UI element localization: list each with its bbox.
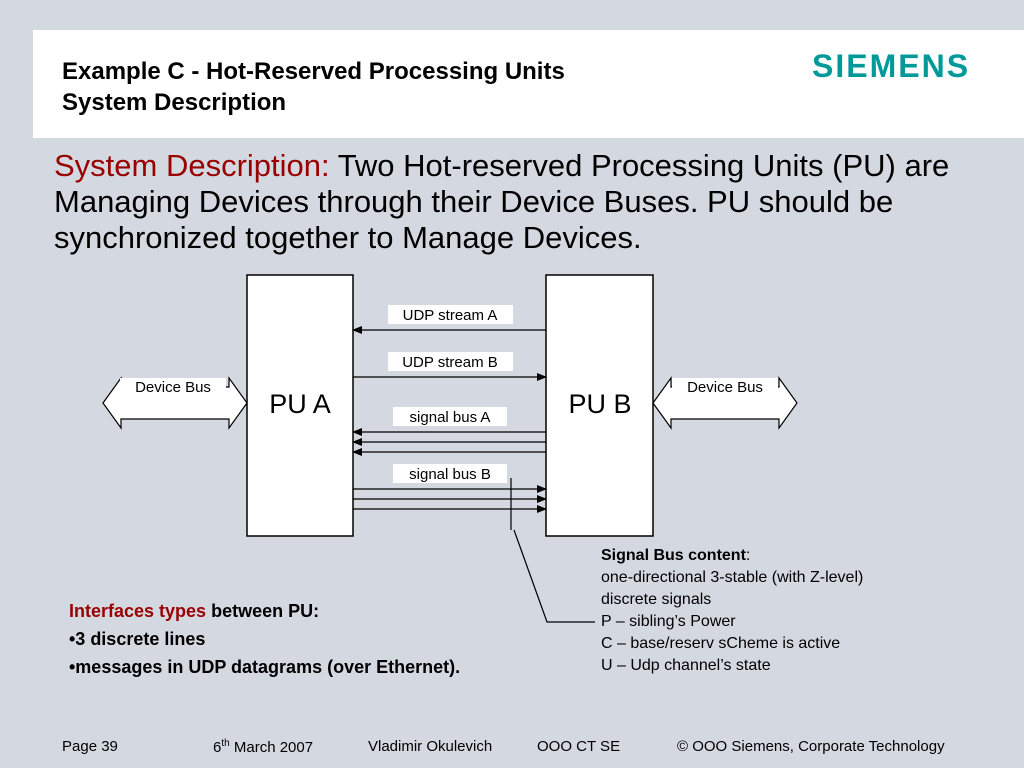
footer-author: Vladimir Okulevich (368, 738, 493, 755)
interfaces-note: Interfaces types between PU: •3 discrete… (69, 597, 489, 681)
signal-bus-content-title: Signal Bus content: (601, 545, 961, 567)
signal-bus-content-note: Signal Bus content: one-directional 3-st… (601, 545, 961, 677)
interfaces-title-rest: between PU: (206, 601, 320, 621)
device-bus-right-label: Device Bus (687, 379, 763, 396)
footer-org: OOO CT SE (537, 738, 621, 755)
pu-a-label: PU A (269, 389, 331, 419)
signal-bus-content-title-suffix: : (745, 547, 751, 564)
signal-bus-content-line-2: discrete signals (601, 591, 712, 608)
udp-stream-a-label-bg (388, 305, 513, 324)
udp-stream-b-label: UDP stream B (402, 354, 498, 371)
footer-date-sup: th (221, 738, 230, 749)
signal-bus-content-line-5: U – Udp channel’s state (601, 657, 771, 674)
interfaces-item-1: •3 discrete lines (69, 629, 206, 649)
pu-b-label: PU B (568, 389, 631, 419)
interfaces-item-2: •messages in UDP datagrams (over Etherne… (69, 657, 461, 677)
footer-copyright: © OOO Siemens, Corporate Technology (677, 738, 945, 755)
interfaces-title: Interfaces types between PU: (69, 597, 489, 625)
signal-bus-a-label: signal bus A (410, 409, 491, 426)
intro-paragraph: System Description: Two Hot-reserved Pro… (54, 148, 994, 256)
footer-date-day: 6 (213, 739, 222, 756)
callout-leader (513, 529, 595, 623)
signal-bus-a-label-bg (393, 407, 507, 426)
udp-stream-b-label-bg (388, 352, 513, 371)
siemens-logo: SIEMENS (812, 48, 971, 84)
signal-bus-content-title-bold: Signal Bus content (601, 547, 746, 564)
signal-bus-content-line-3: P – sibling’s Power (601, 613, 736, 630)
signal-bus-b-label-bg (393, 464, 507, 483)
device-bus-left-label: Device Bus (135, 379, 211, 396)
signal-bus-content-line-4: C – base/reserv sCheme is active (601, 635, 841, 652)
slide-title: Example C - Hot-Reserved Processing Unit… (62, 56, 565, 118)
footer-date: 6th March 2007 (213, 738, 313, 758)
device-bus-right-label-bg (672, 378, 778, 395)
interfaces-title-red: Interfaces types (69, 601, 207, 621)
footer-page: Page 39 (62, 738, 118, 755)
device-bus-left-label-bg (120, 378, 226, 395)
intro-lead: System Description: (54, 148, 330, 183)
title-line-2: System Description (62, 89, 287, 116)
signal-bus-content-line-1: one-directional 3-stable (with Z-level) (601, 569, 864, 586)
signal-bus-b-label: signal bus B (409, 466, 491, 483)
pu-a-box (246, 274, 354, 537)
intro-text: Two Hot-reserved Processing Units (PU) a… (54, 148, 950, 255)
header-band (33, 30, 1024, 138)
udp-stream-a-label: UDP stream A (403, 307, 498, 324)
title-line-1: Example C - Hot-Reserved Processing Unit… (62, 58, 565, 85)
footer-date-rest: March 2007 (229, 739, 314, 756)
pu-b-box (545, 274, 654, 537)
